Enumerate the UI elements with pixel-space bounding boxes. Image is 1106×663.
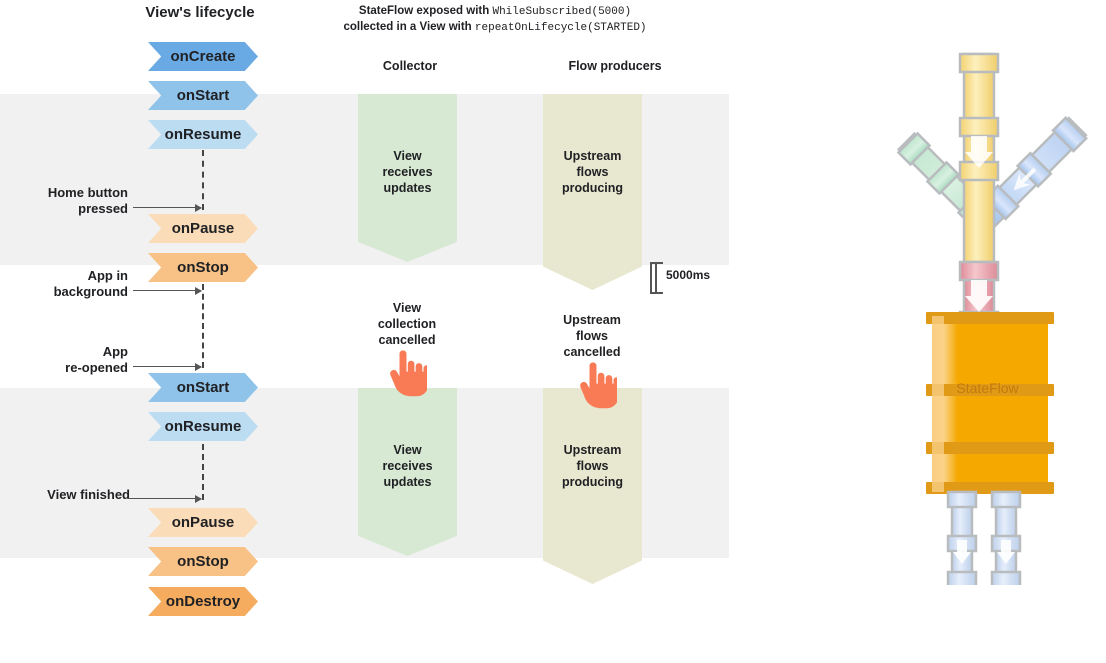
producer-cancelled-line2: flows	[576, 329, 608, 343]
producer-segment-line3: producing	[561, 475, 624, 489]
lifecycle-chevron-onresume-2: onResume	[148, 120, 258, 149]
stateflow-title-line-1: StateFlow exposed with WhileSubscribed(5…	[330, 4, 660, 20]
producer-segment-line2: flows	[576, 165, 609, 179]
lifecycle-chevron-label: onStop	[177, 259, 229, 276]
lifecycle-chevron-ondestroy-9: onDestroy	[148, 587, 258, 616]
producer-cancelled-line3: cancelled	[563, 345, 621, 359]
lifecycle-chevron-onpause-7: onPause	[148, 508, 258, 537]
producer-active-segment-1	[543, 388, 642, 584]
user-event-label-3: View finished	[0, 487, 130, 503]
lifecycle-chevron-label: onDestroy	[165, 593, 241, 610]
page-title-lifecycle: View's lifecycle	[145, 4, 255, 21]
stateflow-title-line-2: collected in a View with repeatOnLifecyc…	[330, 20, 660, 36]
bracket-icon	[650, 262, 663, 294]
pipe-blue	[973, 116, 1088, 231]
lifecycle-chevron-label: onCreate	[170, 48, 236, 65]
collector-cancelled-label: View collection cancelled	[347, 300, 467, 348]
user-event-line-1: App in	[87, 268, 128, 283]
producer-segment-line3: producing	[561, 181, 624, 195]
stateflow-title-line-1-bold: StateFlow exposed with	[358, 5, 493, 17]
page-title-stateflow: StateFlow exposed with WhileSubscribed(5…	[330, 4, 660, 36]
lifecycle-chevron-onpause-3: onPause	[148, 214, 258, 243]
lifecycle-chevron-label: onStop	[177, 553, 229, 570]
collector-segment-line3: updates	[383, 181, 432, 195]
producer-cancelled-label: Upstream flows cancelled	[532, 312, 652, 360]
column-header-collector: Collector	[382, 59, 438, 73]
lifecycle-chevron-label: onPause	[171, 514, 235, 531]
dashed-connector-3	[202, 444, 204, 500]
column-header-flow-producers: Flow producers	[568, 59, 662, 73]
lifecycle-chevron-label: onResume	[164, 418, 242, 435]
producer-active-segment-0	[543, 94, 642, 290]
lifecycle-chevron-label: onResume	[164, 126, 242, 143]
user-event-arrow-0	[133, 203, 202, 212]
producer-segment-label-1: Upstream flows producing	[543, 442, 642, 490]
user-event-line-2: re-opened	[65, 360, 128, 375]
collector-segment-line3: updates	[383, 475, 432, 489]
collector-segment-line2: receives	[382, 459, 433, 473]
lifecycle-chevron-label: onStart	[176, 379, 230, 396]
pipe-yellow	[958, 52, 1000, 266]
lifecycle-chevron-onstop-8: onStop	[148, 547, 258, 576]
user-event-line-1: View finished	[47, 487, 130, 502]
collector-segment-label-1: View receives updates	[358, 442, 457, 490]
collector-segment-line1: View	[393, 443, 422, 457]
collector-cancelled-line3: cancelled	[378, 333, 436, 347]
lifecycle-chevron-label: onPause	[171, 220, 235, 237]
collector-segment-line2: receives	[382, 165, 433, 179]
user-event-line-1: App	[102, 344, 128, 359]
barrel-stateflow	[926, 312, 1054, 494]
user-event-line-2: pressed	[78, 201, 128, 216]
producer-segment-line1: Upstream	[563, 443, 622, 457]
collector-segment-label-0: View receives updates	[358, 148, 457, 196]
collector-active-segment-1	[358, 388, 457, 556]
lifecycle-chevron-onstart-1: onStart	[148, 81, 258, 110]
user-event-line-1: Home button	[47, 185, 128, 200]
pipe-output-left	[946, 490, 978, 585]
collector-active-segment-0	[358, 94, 457, 262]
pipe-output-right	[990, 490, 1022, 585]
collector-cancelled-line2: collection	[377, 317, 437, 331]
lifecycle-chevron-label: onStart	[176, 87, 230, 104]
pointing-hand-icon	[580, 362, 617, 409]
stateflow-title-line-2-bold: collected in a View with	[343, 21, 475, 33]
lifecycle-chevron-onresume-6: onResume	[148, 412, 258, 441]
producer-segment-line1: Upstream	[563, 149, 622, 163]
producer-segment-line2: flows	[576, 459, 609, 473]
timeout-label: 5000ms	[666, 268, 711, 282]
stateflow-illustration	[896, 52, 1088, 585]
collector-segment-line1: View	[393, 149, 422, 163]
dashed-connector-1	[202, 150, 204, 210]
stateflow-title-line-2-code: repeatOnLifecycle(STARTED)	[474, 22, 647, 34]
stateflow-title-line-1-code: WhileSubscribed(5000)	[492, 6, 632, 18]
lifecycle-chevron-oncreate-0: onCreate	[148, 42, 258, 71]
lifecycle-chevron-onstop-4: onStop	[148, 253, 258, 282]
producer-segment-label-0: Upstream flows producing	[543, 148, 642, 196]
user-event-arrow-3	[128, 494, 202, 503]
user-event-line-2: background	[53, 284, 128, 299]
pointing-hand-icon	[390, 350, 427, 397]
producer-cancelled-line1: Upstream	[563, 313, 621, 327]
dashed-connector-2	[202, 284, 204, 368]
user-event-arrow-1	[133, 286, 202, 295]
lifecycle-chevron-onstart-5: onStart	[148, 373, 258, 402]
collector-cancelled-line1: View	[392, 301, 422, 315]
user-event-arrow-2	[133, 362, 202, 371]
